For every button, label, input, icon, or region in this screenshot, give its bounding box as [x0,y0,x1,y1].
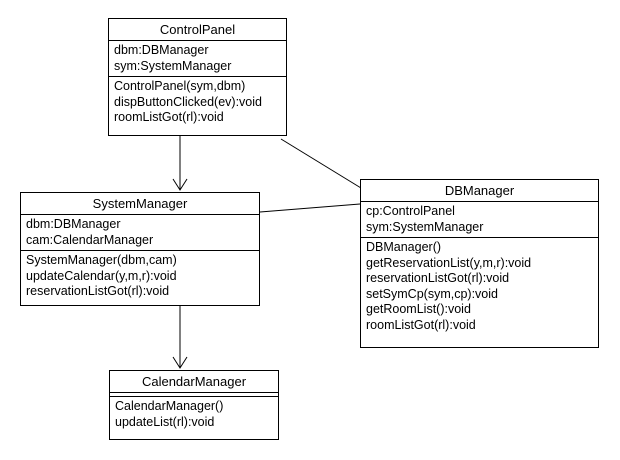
attribute: dbm:DBManager [114,43,209,57]
arrowhead-systemmanager [172,178,188,191]
class-name: DBManager [361,180,598,202]
operation: dispButtonClicked(ev):void [114,94,262,109]
operation: CalendarManager() [115,399,224,413]
operation: reservationListGot(rl):void [366,271,510,285]
attributes-compartment [110,393,278,397]
arrowhead-calendarmanager [172,356,188,369]
class-name: ControlPanel [109,19,286,41]
class-controlpanel[interactable]: ControlPanel dbm:DBManager sym:SystemMan… [108,18,287,136]
operation: updateList(rl):void [115,414,215,429]
association-systemmanager-dbmanager [259,203,361,213]
class-name: CalendarManager [110,371,278,393]
operation: setSymCp(sym,cp):void [366,286,498,301]
operations-compartment: CalendarManager() updateList(rl):void [110,397,278,432]
operations-compartment: SystemManager(dbm,cam) updateCalendar(y,… [21,251,259,302]
operation: updateCalendar(y,m,r):void [26,268,177,283]
operation: DBManager() [366,240,442,254]
operation: getReservationList(y,m,r):void [366,255,532,270]
attributes-compartment: dbm:DBManager sym:SystemManager [109,41,286,77]
attribute: cam:CalendarManager [26,232,154,247]
operation: SystemManager(dbm,cam) [26,253,177,267]
operation: roomListGot(rl):void [114,110,224,124]
attribute: sym:SystemManager [114,58,232,73]
operation: roomListGot(rl):void [366,317,476,332]
operation: reservationListGot(rl):void [26,284,170,298]
class-dbmanager[interactable]: DBManager cp:ControlPanel sym:SystemMana… [360,179,599,348]
attribute: sym:SystemManager [366,219,484,234]
attributes-compartment: dbm:DBManager cam:CalendarManager [21,215,259,251]
class-name: SystemManager [21,193,259,215]
operation: ControlPanel(sym,dbm) [114,79,246,93]
attribute: cp:ControlPanel [366,204,455,218]
operations-compartment: DBManager() getReservationList(y,m,r):vo… [361,238,598,335]
association-controlpanel-dbmanager [280,138,362,189]
class-systemmanager[interactable]: SystemManager dbm:DBManager cam:Calendar… [20,192,260,306]
class-calendarmanager[interactable]: CalendarManager CalendarManager() update… [109,370,279,440]
attribute: dbm:DBManager [26,217,121,231]
operation: getRoomList():void [366,302,471,316]
operations-compartment: ControlPanel(sym,dbm) dispButtonClicked(… [109,77,286,128]
attributes-compartment: cp:ControlPanel sym:SystemManager [361,202,598,238]
